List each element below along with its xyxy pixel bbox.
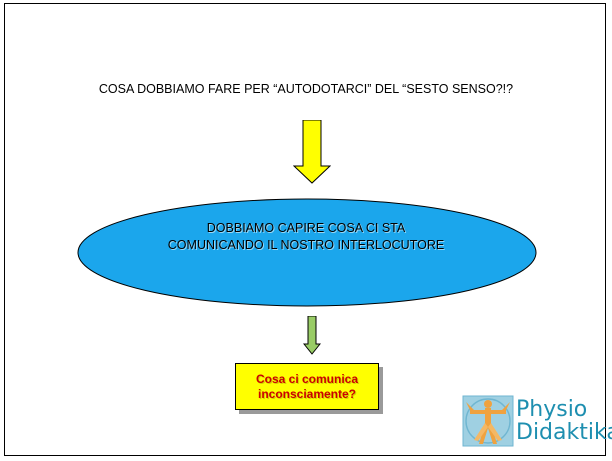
answer-box: Cosa ci comunica inconsciamente? <box>235 363 379 410</box>
question-text: COSA DOBBIAMO FARE PER “AUTODOTARCI” DEL… <box>98 82 514 96</box>
logo-line1: Physio <box>516 397 588 422</box>
ellipse-text: DOBBIAMO CAPIRE COSA CI STA COMUNICANDO … <box>167 221 445 252</box>
ellipse-shape <box>77 198 537 307</box>
down-arrow-green <box>303 316 321 355</box>
vitruvian-man-icon <box>462 395 514 447</box>
down-arrow-yellow <box>293 120 331 184</box>
answer-text: Cosa ci comunica inconsciamente? <box>255 371 359 401</box>
logo-line2: Didaktika <box>516 420 612 445</box>
